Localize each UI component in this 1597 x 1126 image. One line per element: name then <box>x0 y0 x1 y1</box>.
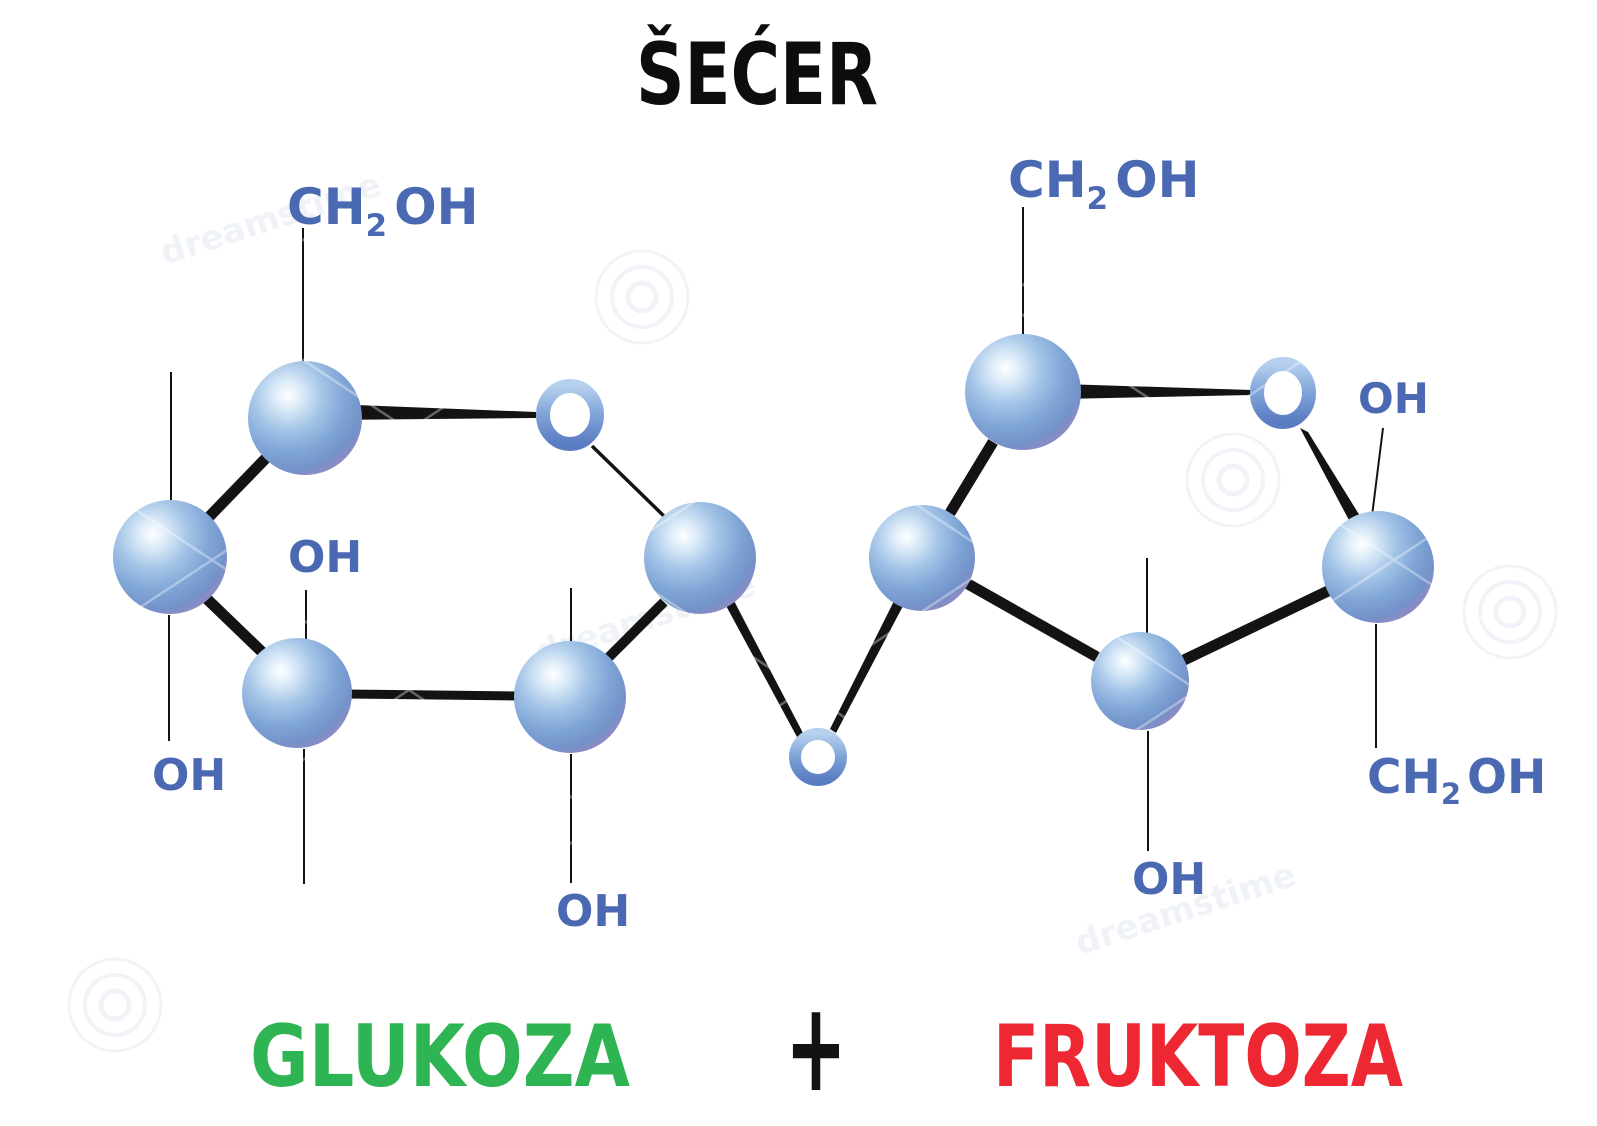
plus-sign: + <box>785 976 847 1121</box>
line-fructose-cright-oh <box>1371 427 1384 517</box>
bond-glucose-c5-c4 <box>202 452 272 524</box>
watermark-line <box>0 0 1597 709</box>
atom-carbon-fructose-cleft <box>869 505 975 611</box>
bond-glycosidicO-fructose-c3 <box>830 601 903 733</box>
formula-subscript: 2 <box>1087 181 1109 217</box>
bond-fructose-ringO-cright <box>1300 428 1360 522</box>
atom-carbon-fructose-cright <box>1322 511 1434 623</box>
bond-glucose-c1-glycosidicO <box>724 597 803 737</box>
atom-layer <box>113 334 1434 786</box>
bond-fructose-ctop-cleft <box>945 439 998 516</box>
watermark-spiral <box>67 957 163 1053</box>
atom-carbon-glucose-c5 <box>248 361 362 475</box>
atom-carbon-glucose-c4 <box>113 500 227 614</box>
atom-carbon-fructose-ctop <box>965 334 1081 450</box>
watermark-line <box>0 0 1597 713</box>
bond-glucose-c2-c1 <box>604 598 668 662</box>
atom-oxygen-ring-glucose <box>536 379 604 451</box>
watermark-line <box>139 164 1597 1126</box>
formula-main: CH <box>1008 151 1087 209</box>
label-oh-fructose-bottom: OH <box>1132 854 1206 905</box>
watermark-line <box>0 0 1597 969</box>
watermark-line <box>937 0 1597 436</box>
watermark-spiral <box>1185 432 1281 528</box>
atom-carbon-glucose-c2 <box>514 641 626 753</box>
bond-glucose-c3-c2 <box>343 689 521 701</box>
bond-fructose-ctop-ringO <box>1062 384 1252 399</box>
bond-layer <box>168 207 1384 884</box>
label-oh-glucose-inner: OH <box>288 532 362 583</box>
watermark-line <box>0 158 1467 1126</box>
atom-carbon-glucose-c3 <box>242 638 352 748</box>
formula-tail: OH <box>394 178 478 236</box>
watermark-line <box>0 0 1597 973</box>
bond-glucose-c4-c3 <box>203 595 266 656</box>
watermark-layer: dreamstime dreamstime dreamstime <box>67 165 1558 1053</box>
bond-glucose-c5-ringO <box>330 404 536 420</box>
watermark-spiral <box>1462 564 1558 660</box>
label-oh-fructose-right: OH <box>1358 374 1429 423</box>
watermark-line <box>0 418 1073 1126</box>
watermark-spiral <box>594 249 690 345</box>
label-oh-glucose-bottom: OH <box>556 886 630 937</box>
atom-oxygen-ring-fructose <box>1250 357 1316 429</box>
label-oh-glucose-left: OH <box>152 750 226 801</box>
formula-subscript: 2 <box>366 208 388 244</box>
atom-carbon-glucose-c1 <box>644 502 756 614</box>
formula-main: CH <box>287 178 366 236</box>
glucose-name-label: GLUKOZA <box>250 1007 630 1107</box>
formula-tail: OH <box>1115 151 1199 209</box>
bond-glucose-ringO-c1 <box>590 444 670 522</box>
bond-fructose-cbottom-cright <box>1181 586 1331 665</box>
formula-subscript: 2 <box>1441 777 1461 811</box>
page-title: ŠEĆER <box>636 24 878 125</box>
formula-main: CH <box>1367 750 1441 805</box>
atom-carbon-fructose-cbottom <box>1091 632 1189 730</box>
fructose-name-label: FRUKTOZA <box>993 1007 1403 1107</box>
watermark-line <box>0 0 669 442</box>
formula-tail: OH <box>1467 750 1546 805</box>
watermark-line <box>533 424 1597 1126</box>
bond-fructose-cleft-cbottom <box>965 579 1100 662</box>
atom-oxygen-glycosidic <box>789 728 847 786</box>
